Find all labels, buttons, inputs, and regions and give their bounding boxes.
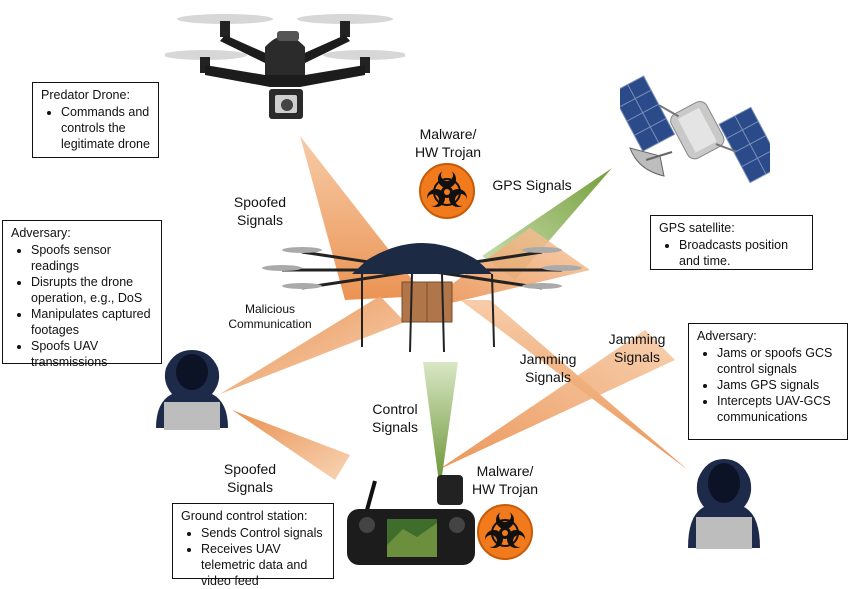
adversary-left-item: Manipulates captured footages (31, 306, 153, 338)
beam-adversary-left-to-drone (220, 296, 405, 394)
malware-top-label: Malware/ HW Trojan (398, 125, 498, 161)
beam-spoofed-to-gcs (232, 410, 350, 480)
jamming-right-line: Jamming (608, 331, 666, 347)
spoofed-bottom-line: Signals (227, 479, 273, 495)
jamming-right-line: Signals (614, 349, 660, 365)
spoofed-top-line: Signals (237, 212, 283, 228)
adversary-right-item: Jams or spoofs GCS control signals (717, 345, 839, 377)
adversary-right-title: Adversary: (697, 329, 757, 343)
biohazard-bottom-icon (477, 504, 533, 560)
beam-control-signals (423, 362, 458, 490)
spoofed-top-line: Spoofed (233, 194, 287, 210)
malware-bottom-line: HW Trojan (471, 481, 539, 497)
malicious-comm-line: Communication (228, 317, 312, 331)
spoofed-signals-top-label: Spoofed Signals (215, 193, 305, 229)
jamming-mid-line: Signals (525, 369, 571, 385)
adversary-right-item: Intercepts UAV-GCS communications (717, 393, 839, 425)
malware-bottom-label: Malware/ HW Trojan (455, 462, 555, 498)
ground-control-station-icon (347, 475, 475, 565)
ground-station-item: Sends Control signals (201, 525, 325, 541)
jamming-signals-right-label: Jamming Signals (592, 330, 682, 366)
predator-drone-box: Predator Drone: Commands and controls th… (32, 82, 159, 158)
ground-station-title: Ground control station: (181, 509, 308, 523)
malware-top-line: HW Trojan (414, 144, 482, 160)
control-signals-line: Signals (372, 419, 418, 435)
ground-station-item: Receives UAV telemetric data and video f… (201, 541, 325, 589)
spoofed-bottom-line: Spoofed (223, 461, 277, 477)
hacker-right-icon (688, 459, 760, 549)
adversary-left-item: Spoofs UAV transmissions (31, 338, 153, 370)
satellite-icon (620, 75, 770, 184)
malicious-comm-line: Malicious (244, 302, 295, 316)
malicious-communication-label: Malicious Communication (215, 302, 325, 332)
ground-station-box: Ground control station: Sends Control si… (172, 503, 334, 588)
predator-drone-item: Commands and controls the legitimate dro… (61, 104, 150, 152)
adversary-left-item: Spoofs sensor readings (31, 242, 153, 274)
biohazard-top-icon (419, 163, 475, 219)
adversary-right-box: Adversary: Jams or spoofs GCS control si… (688, 323, 848, 440)
legitimate-drone-icon (262, 243, 582, 353)
gps-satellite-item: Broadcasts position and time. (679, 237, 804, 269)
beam-jamming-to-gcs (438, 330, 675, 470)
control-signals-label: Control Signals (355, 400, 435, 436)
spoofed-signals-bottom-label: Spoofed Signals (205, 460, 295, 496)
malware-top-line: Malware/ (419, 126, 477, 142)
predator-drone-icon (165, 14, 405, 119)
gps-satellite-box: GPS satellite: Broadcasts position and t… (650, 215, 813, 270)
jamming-signals-mid-label: Jamming Signals (503, 350, 593, 386)
adversary-left-title: Adversary: (11, 226, 71, 240)
hacker-left-icon (156, 350, 228, 430)
malware-bottom-line: Malware/ (476, 463, 534, 479)
gps-satellite-title: GPS satellite: (659, 221, 735, 235)
adversary-left-box: Adversary: Spoofs sensor readings Disrup… (2, 220, 162, 369)
control-signals-line: Control (372, 401, 418, 417)
jamming-mid-line: Jamming (519, 351, 577, 367)
adversary-left-item: Disrupts the drone operation, e.g., DoS (31, 274, 153, 306)
predator-drone-title: Predator Drone: (41, 88, 130, 102)
adversary-right-item: Jams GPS signals (717, 377, 839, 393)
gps-signals-label: GPS Signals (492, 177, 572, 193)
